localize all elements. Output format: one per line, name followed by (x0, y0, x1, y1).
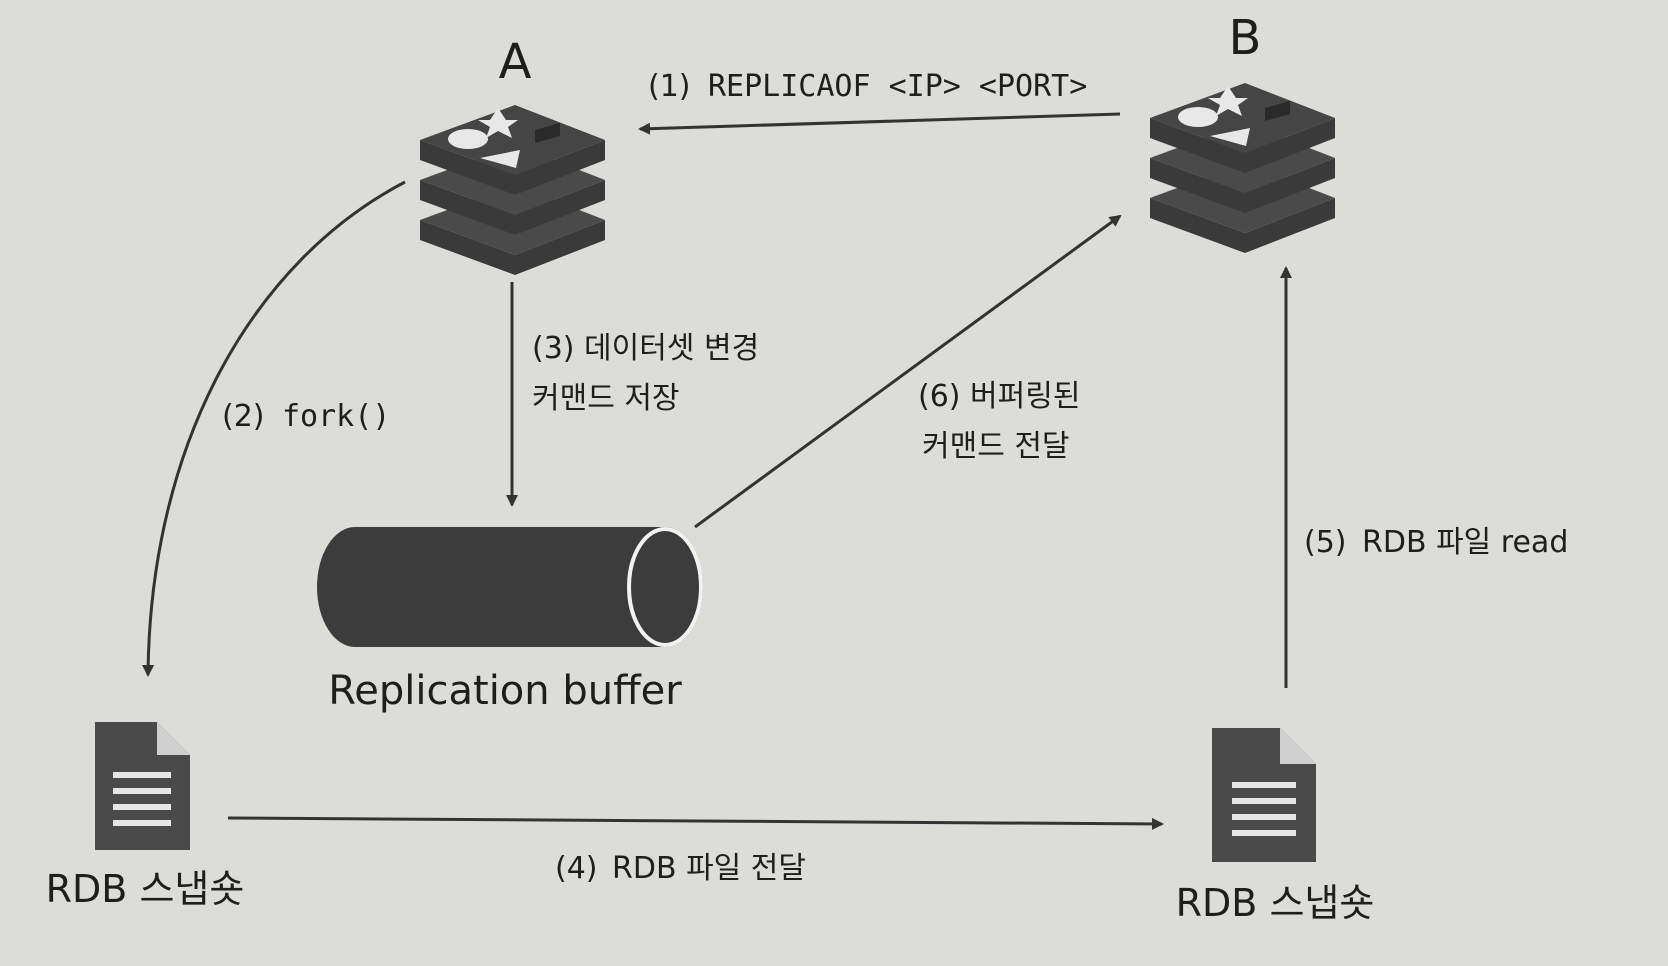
step1-arrow (638, 112, 1121, 135)
step1-number: (1) (648, 69, 691, 104)
step4-arrow (227, 816, 1164, 830)
node-a-label: A (499, 34, 532, 90)
step5-text: RDB 파일 read (1362, 525, 1568, 560)
snapshot-left-label: RDB 스냅숏 (46, 867, 245, 911)
step5-number: (5) (1304, 525, 1347, 560)
rdb-snapshot-right-icon (1212, 728, 1316, 862)
step2-text: fork() (282, 399, 390, 434)
rdb-snapshot-left-icon (95, 722, 190, 850)
replication-buffer-cylinder (317, 527, 703, 647)
step2-arrow (142, 180, 406, 677)
step4-text: RDB 파일 전달 (612, 851, 806, 886)
redis-b-icon (1150, 83, 1335, 253)
step6-line2: 커맨드 전달 (922, 429, 1070, 464)
step6-line1: (6) 버퍼링된 (918, 379, 1080, 414)
redis-a-icon (420, 105, 605, 275)
node-b-label: B (1229, 10, 1262, 66)
snapshot-right-label: RDB 스냅숏 (1176, 881, 1375, 925)
step2-number: (2) (222, 399, 265, 434)
step3-line2: 커맨드 저장 (532, 381, 680, 416)
step4-number: (4) (555, 851, 598, 886)
step1-text: REPLICAOF <IP> <PORT> (708, 69, 1087, 104)
buffer-label: Replication buffer (328, 668, 682, 714)
step6-arrow (694, 214, 1122, 529)
step3-line1: (3) 데이터셋 변경 (532, 331, 759, 366)
